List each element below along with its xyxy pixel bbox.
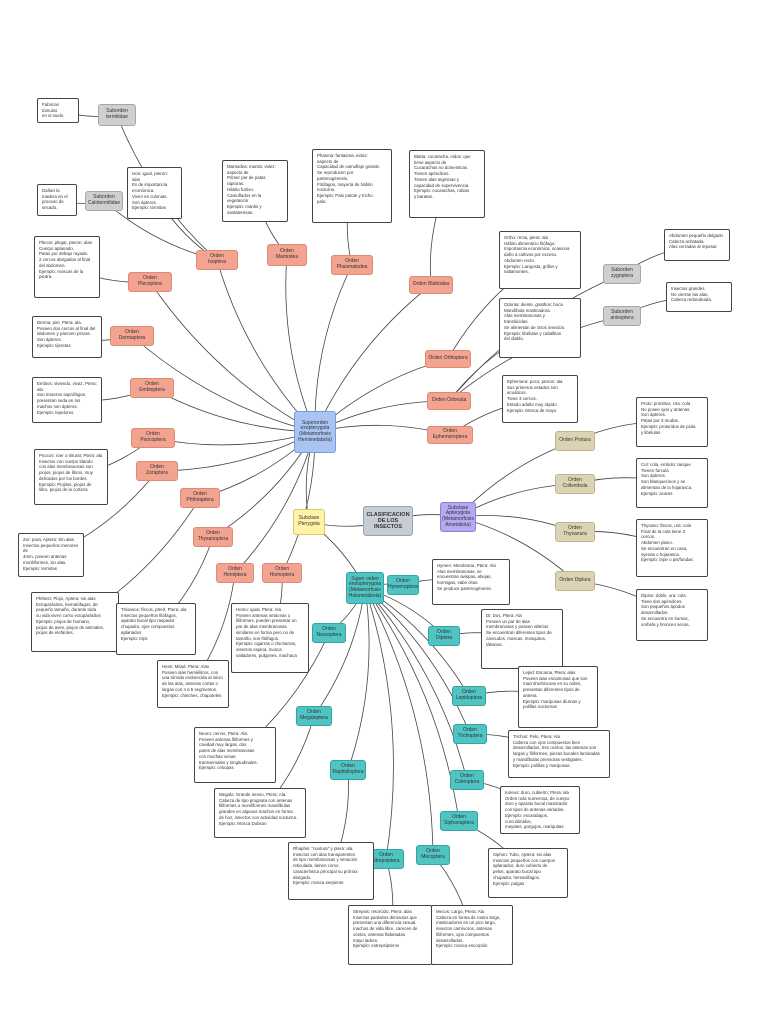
node-coleoptera: Orden Coleoptera bbox=[450, 770, 484, 790]
note-embioptera: Embios: viviendo, vivaz, Ptera: ala Son … bbox=[32, 377, 102, 423]
edge-exo-dermaptera bbox=[131, 335, 316, 433]
note-hymenoptera: Hymen: Membrana, Ptera: Ala Alas membran… bbox=[432, 559, 510, 605]
node-siphonaptera: Orden Siphonaptera bbox=[440, 811, 478, 831]
node-lepidoptera: Orden Lepidoptera bbox=[452, 686, 486, 706]
note-blattodea: Blatta: cucaracha, eidos: que tiene aspe… bbox=[409, 150, 485, 218]
edge-endo-mecoptera bbox=[364, 587, 435, 856]
node-neuroptera: Orden Neuroptera bbox=[312, 623, 346, 643]
node-dermaptera: Orden Dermaptera bbox=[110, 326, 154, 346]
note-termitidae: Fabrican túmulos en el suelo. bbox=[37, 98, 79, 124]
edge-endo-trichoptera bbox=[364, 587, 471, 735]
note-plecoptera: Plecos: plegar, pteron: alas Cuerpo apla… bbox=[34, 236, 100, 298]
note-trichoptera: Trichos: Pelo, Ptera: Ala Cabeza con ojo… bbox=[508, 730, 610, 778]
node-zoraptera: Orden Zoraptera bbox=[136, 461, 178, 481]
node-plecoptera: Orden Plecoptera bbox=[128, 272, 172, 292]
node-odonata: Orden Odonata bbox=[427, 392, 471, 410]
node-calotermitidae: Suborden Calotermitidae bbox=[85, 191, 123, 211]
note-zygoptera: Abdomen pequeño delgado Cabeza achatada.… bbox=[664, 229, 730, 261]
note-ephemeroptera: Ephemera: poco, pteron: ala Sus primeros… bbox=[502, 375, 578, 423]
node-diplura: Orden Diplura bbox=[555, 571, 595, 591]
node-phasmida: Orden Phasmatodea bbox=[331, 255, 373, 275]
node-orthoptera: Orden Orthoptera bbox=[425, 350, 471, 368]
note-psocoptera: Psocos: roer o triturar, Ptera: ala Inse… bbox=[34, 449, 108, 505]
note-odonata: Odonta: diente, gnathos: boca Mandíbula … bbox=[499, 298, 581, 358]
note-isoptera: Isos: igual, pteron: alas Es de importan… bbox=[127, 167, 182, 219]
node-hymenoptera: Orden Hymenoptera bbox=[387, 575, 419, 595]
node-protura: Orden Protura bbox=[555, 431, 595, 451]
note-siphonaptera: Siphon: Tubo, Aptera: sin alas Insectos … bbox=[488, 848, 568, 898]
node-zygoptera: Suborden zygoptera bbox=[603, 264, 641, 284]
edge-exo-hemiptera bbox=[234, 431, 316, 574]
note-mantodea: Mantodea: mantis; videz: aspecto de Prim… bbox=[222, 160, 288, 222]
node-raphidioptera: Orden Raphidioptera bbox=[330, 760, 366, 780]
node-phthiraptera: Orden Phthiraptera bbox=[180, 488, 220, 508]
note-diplura: Diplos: doble, ura: cola Tiene dos apénd… bbox=[636, 589, 708, 641]
edge-exo-plecoptera bbox=[149, 281, 316, 433]
note-raphidioptera: Rhaphis: "noxtura" y ptera: ala. Insecto… bbox=[288, 842, 374, 900]
node-diptera: Orden Diptera bbox=[428, 626, 460, 646]
edge-endo-megaloptera bbox=[313, 587, 366, 717]
node-endo: Super orden endopterygota (Metamorfosis … bbox=[346, 572, 384, 604]
note-megaloptera: Megalo: Grande nervio, Ptera: Ala. Cabez… bbox=[214, 788, 306, 838]
note-mecoptera: Mecos: Largo, Ptera: Ala Cabeza en forma… bbox=[431, 905, 513, 965]
note-strepsiptera: Strepsis: retorcido, Ptera: alas Insecto… bbox=[348, 905, 432, 965]
node-psocoptera: Orden Psocoptera bbox=[131, 428, 175, 448]
note-anisoptera: Insectos grandes. No cierran las alas. C… bbox=[666, 282, 732, 312]
node-ephemeroptera: Orden Ephemeroptera bbox=[427, 426, 473, 444]
note-hemiptera: Hemi: Mitad, Ptera: Alas Poseen alas hem… bbox=[157, 660, 229, 708]
note-coleoptera: Koleos: duro, cubierto; Ptera: ala Orden… bbox=[500, 786, 580, 835]
node-anisoptera: Suborden anisoptera bbox=[603, 306, 641, 326]
node-ptery: Subclase Pterygota bbox=[293, 509, 325, 535]
node-termitidae: Suborden termitidae bbox=[98, 104, 136, 126]
node-trichoptera: Orden Trichoptera bbox=[453, 724, 487, 744]
node-homoptera: Orden Homoptera bbox=[262, 563, 302, 583]
node-blattodea: Orden Blattodea bbox=[409, 276, 453, 294]
note-phthiraptera: Phthein: Piojo, Aptera: sin alas Ectopar… bbox=[31, 592, 119, 652]
node-mecoptera: Orden Mecoptera bbox=[416, 845, 450, 865]
edge-exo-isoptera bbox=[216, 259, 316, 433]
note-phasmida: Phasma: fantasma, eidos: aspecto de Capa… bbox=[312, 149, 392, 223]
node-thysanoptera: Orden Thysanoptera bbox=[193, 527, 233, 547]
note-orthoptera: Ortho: recta, ptera: ala Hábito alimenti… bbox=[499, 231, 581, 289]
node-hemiptera: Orden Hemiptera bbox=[216, 563, 254, 583]
note-lepidoptera: Lepid: Escama, Ptera: alas Poseen alas e… bbox=[518, 666, 598, 728]
note-neuroptera: Neuro: nervio, Ptera: Ala. Poseen antena… bbox=[194, 727, 276, 783]
note-diptera: Di: Dos, Ptera: Ala Poseen un par de ala… bbox=[481, 609, 563, 669]
note-homoptera: Homo: igual, Ptera: Ala. Poseen antenas … bbox=[231, 603, 309, 673]
edge-endo-raphidioptera bbox=[347, 587, 370, 771]
note-thysanura: Thysano: flecos, ura: cola Final de la c… bbox=[636, 519, 708, 577]
edge-endo-siphonaptera bbox=[364, 587, 461, 822]
node-embioptera: Orden Embioptera bbox=[130, 378, 174, 398]
node-mantodea: Orden Mantodea bbox=[267, 244, 307, 266]
edge-endo-coleoptera bbox=[364, 587, 468, 781]
note-dermaptera: Derma: piel, Ptera: ala. Poseen dos cerc… bbox=[32, 316, 102, 358]
node-megaloptera: Orden Megaloptera bbox=[296, 706, 332, 726]
note-calotermitidae: Dañan la madera en el proceso de secado. bbox=[37, 184, 77, 216]
note-collembola: Col: cola, embolo: tanque Tienen furcula… bbox=[636, 458, 708, 508]
note-protura: Proto: primitivo, Ura: cola No posee ojo… bbox=[636, 397, 708, 447]
note-thysanoptera: Thisanos: flecos, ptrerl, Ptera: ala Ins… bbox=[116, 603, 196, 655]
node-isoptera: Orden Isoptera bbox=[196, 250, 238, 270]
edge-endo-strepsiptera bbox=[364, 587, 394, 860]
edge-exo-psocoptera bbox=[152, 431, 316, 446]
note-zoraptera: Zor: pura, Aptera: Sin alas Insectos peq… bbox=[18, 533, 84, 577]
node-main: CLASIFICACION DE LOS INSECTOS bbox=[363, 506, 413, 536]
node-exo: Superorden exopterygota (Metamorfosis He… bbox=[294, 411, 336, 453]
node-thysanura: Orden Thysanura bbox=[555, 522, 595, 542]
edge-exo-mantodea bbox=[285, 254, 316, 433]
node-collembola: Orden Collembola bbox=[555, 474, 595, 494]
node-apte: Subclase Apterygota (Metamorfosis Ametab… bbox=[440, 502, 476, 532]
